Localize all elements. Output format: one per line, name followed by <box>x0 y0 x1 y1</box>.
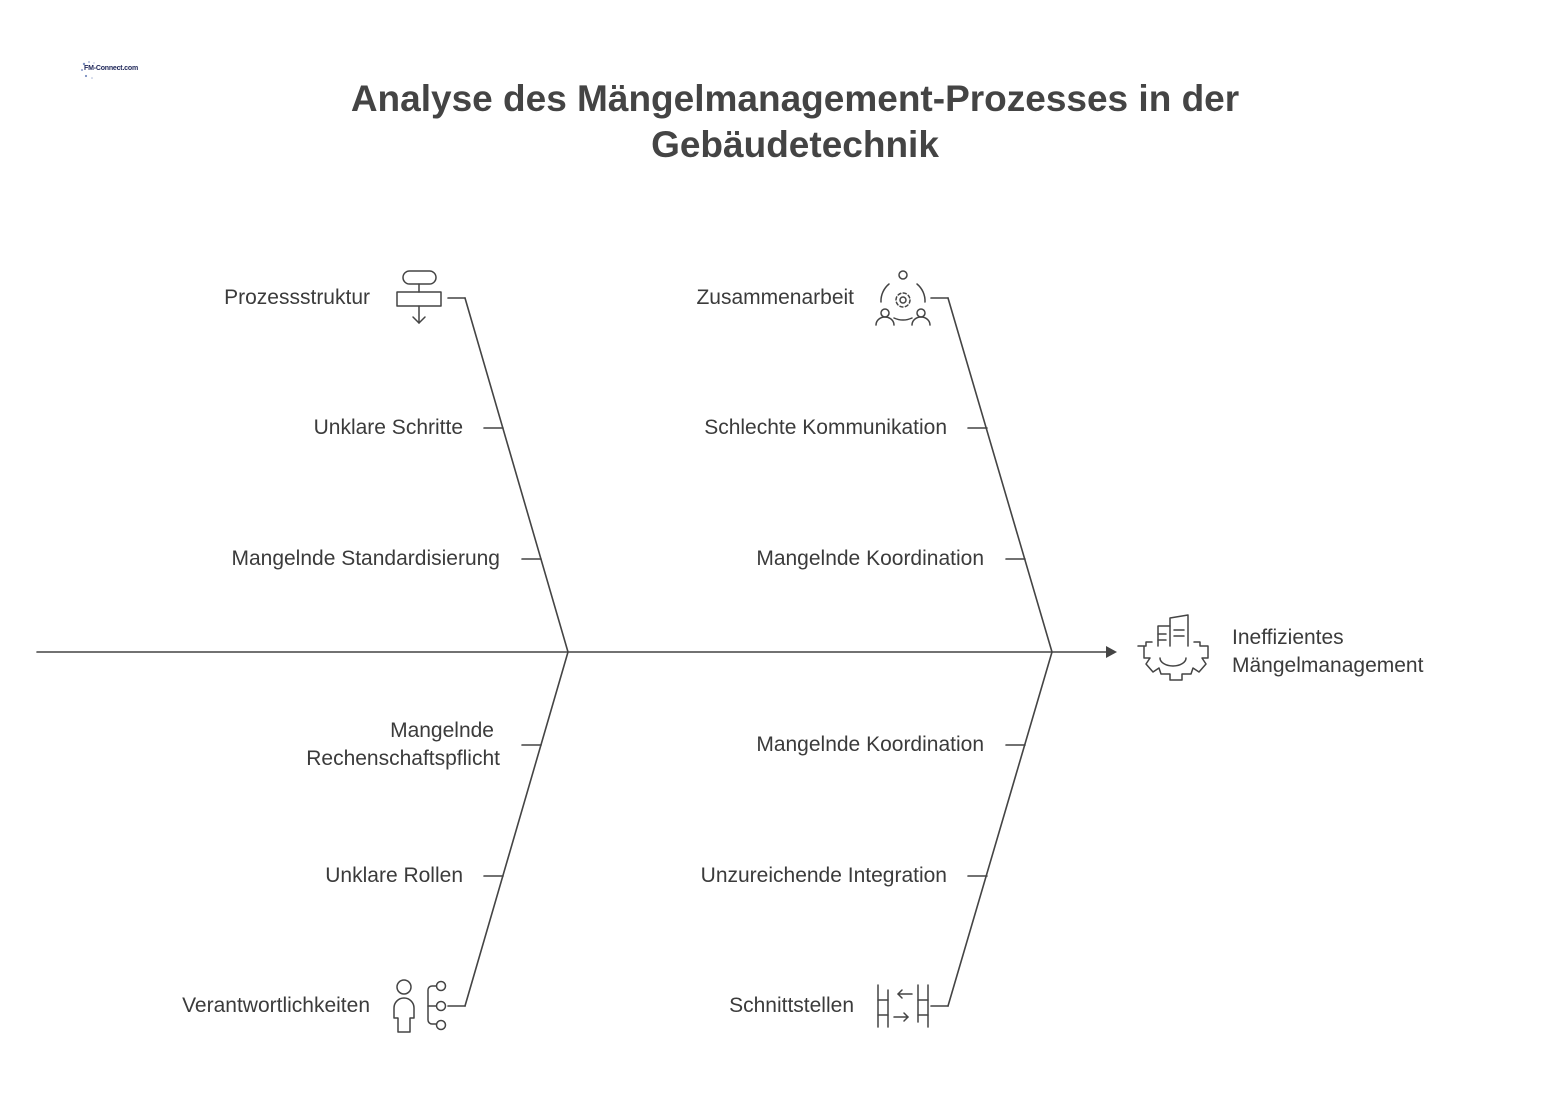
category-label-prozessstruktur: Prozessstruktur <box>224 286 370 309</box>
page-title: Analyse des Mängelmanagement-Prozesses i… <box>250 76 1340 168</box>
flowchart-icon <box>396 270 442 324</box>
cause-label-mangelnde-standardisierung: Mangelnde Standardisierung <box>231 547 500 570</box>
interface-exchange-icon <box>877 984 929 1028</box>
person-hierarchy-icon <box>393 979 447 1033</box>
logo: FM-Connect.com <box>80 60 138 80</box>
category-label-schnittstellen: Schnittstellen <box>729 994 854 1017</box>
cause-label-mangelnde-koordination-top: Mangelnde Koordination <box>756 547 984 570</box>
cause-label-mangelnde-rechenschaftspflicht: Mangelnde Rechenschaftspflicht <box>200 717 500 773</box>
effect-label: Ineffizientes Mängelmanagement <box>1232 624 1532 680</box>
team-gear-icon <box>875 270 931 326</box>
bone-bottom-left <box>464 651 569 1007</box>
effect-label-line-1: Ineffizientes <box>1232 626 1344 649</box>
category-label-zusammenarbeit: Zusammenarbeit <box>696 286 854 309</box>
effect-label-line-2: Mängelmanagement <box>1232 654 1424 677</box>
cause-label-unzureichende-integration: Unzureichende Integration <box>700 864 947 887</box>
spine-arrowhead <box>1106 646 1117 658</box>
cause-label-mangelnde-koordination-bottom: Mangelnde Koordination <box>756 733 984 756</box>
cause-label-line-2: Rechenschaftspflicht <box>306 747 500 770</box>
cause-label-schlechte-kommunikation: Schlechte Kommunikation <box>704 416 947 439</box>
bone-top-left <box>464 297 569 653</box>
bone-bottom-right <box>947 651 1053 1007</box>
title-line-1: Analyse des Mängelmanagement-Prozesses i… <box>350 78 1240 119</box>
bone-top-right <box>947 297 1053 653</box>
logo-text: FM-Connect.com <box>84 65 138 72</box>
cause-label-unklare-schritte: Unklare Schritte <box>313 416 463 439</box>
building-gear-icon <box>1137 614 1209 681</box>
category-label-verantwortlichkeiten: Verantwortlichkeiten <box>182 994 370 1017</box>
cause-label-line-1: Mangelnde <box>390 719 494 742</box>
cause-label-unklare-rollen: Unklare Rollen <box>325 864 463 887</box>
title-line-2: Gebäudetechnik <box>651 124 939 165</box>
